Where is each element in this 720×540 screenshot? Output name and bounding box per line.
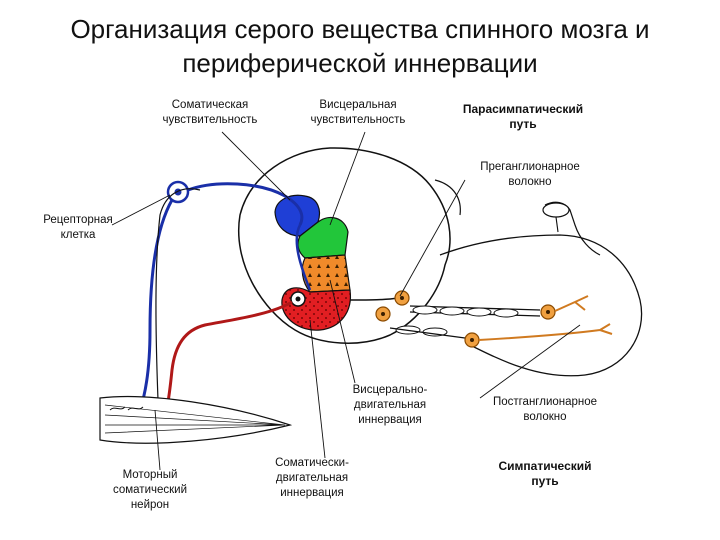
vertebral-column-icon: [542, 202, 570, 218]
spinal-nerve-outline: [439, 234, 643, 377]
label-visceral-motor-3: иннервация: [358, 414, 422, 426]
label-receptor-cell-2: клетка: [61, 229, 96, 241]
label-visceral-sensitivity-2: чувствительность: [311, 114, 406, 126]
label-somatic-sensitivity-2: чувствительность: [163, 114, 258, 126]
label-somatic-motor-1: Соматически-: [275, 457, 349, 469]
label-sympathetic-2: путь: [531, 474, 558, 488]
fiber-segments: [395, 305, 519, 337]
label-receptor-cell-1: Рецепторная: [43, 214, 113, 226]
label-parasympathetic-1: Парасимпатический: [463, 102, 583, 116]
label-somatic-sensitivity-1: Соматическая: [172, 99, 249, 111]
title-line-1: Организация серого вещества спинного моз…: [70, 14, 650, 44]
label-preganglionic-1: Преганглионарное: [480, 161, 580, 173]
label-sympathetic-1: Симпатический: [498, 459, 591, 473]
slide-title: Организация серого вещества спинного моз…: [20, 12, 700, 80]
label-postganglionic-1: Постганглионарное: [493, 396, 597, 408]
somatic-sensory-zone: [274, 194, 321, 237]
label-visceral-motor-1: Висцерально-: [353, 384, 428, 396]
label-parasympathetic-2: путь: [509, 117, 536, 131]
leader-lines: [111, 131, 581, 471]
sensory-fiber: [187, 182, 304, 226]
motor-fiber: [163, 300, 293, 419]
label-motor-neuron-2: соматический: [113, 484, 187, 496]
title-line-2: периферической иннервации: [182, 48, 538, 78]
label-motor-neuron-3: нейрон: [131, 499, 169, 511]
postganglionic-fiber: [478, 323, 613, 341]
label-visceral-sensitivity-1: Висцеральная: [319, 99, 396, 111]
postganglionic-fiber: [554, 295, 589, 312]
label-visceral-motor-2: двигательная: [354, 399, 426, 411]
label-preganglionic-2: волокно: [508, 176, 551, 188]
label-postganglionic-2: волокно: [523, 411, 566, 423]
label-motor-neuron-1: Моторный: [123, 469, 178, 481]
label-somatic-motor-2: двигательная: [276, 472, 348, 484]
label-somatic-motor-3: иннервация: [280, 487, 344, 499]
